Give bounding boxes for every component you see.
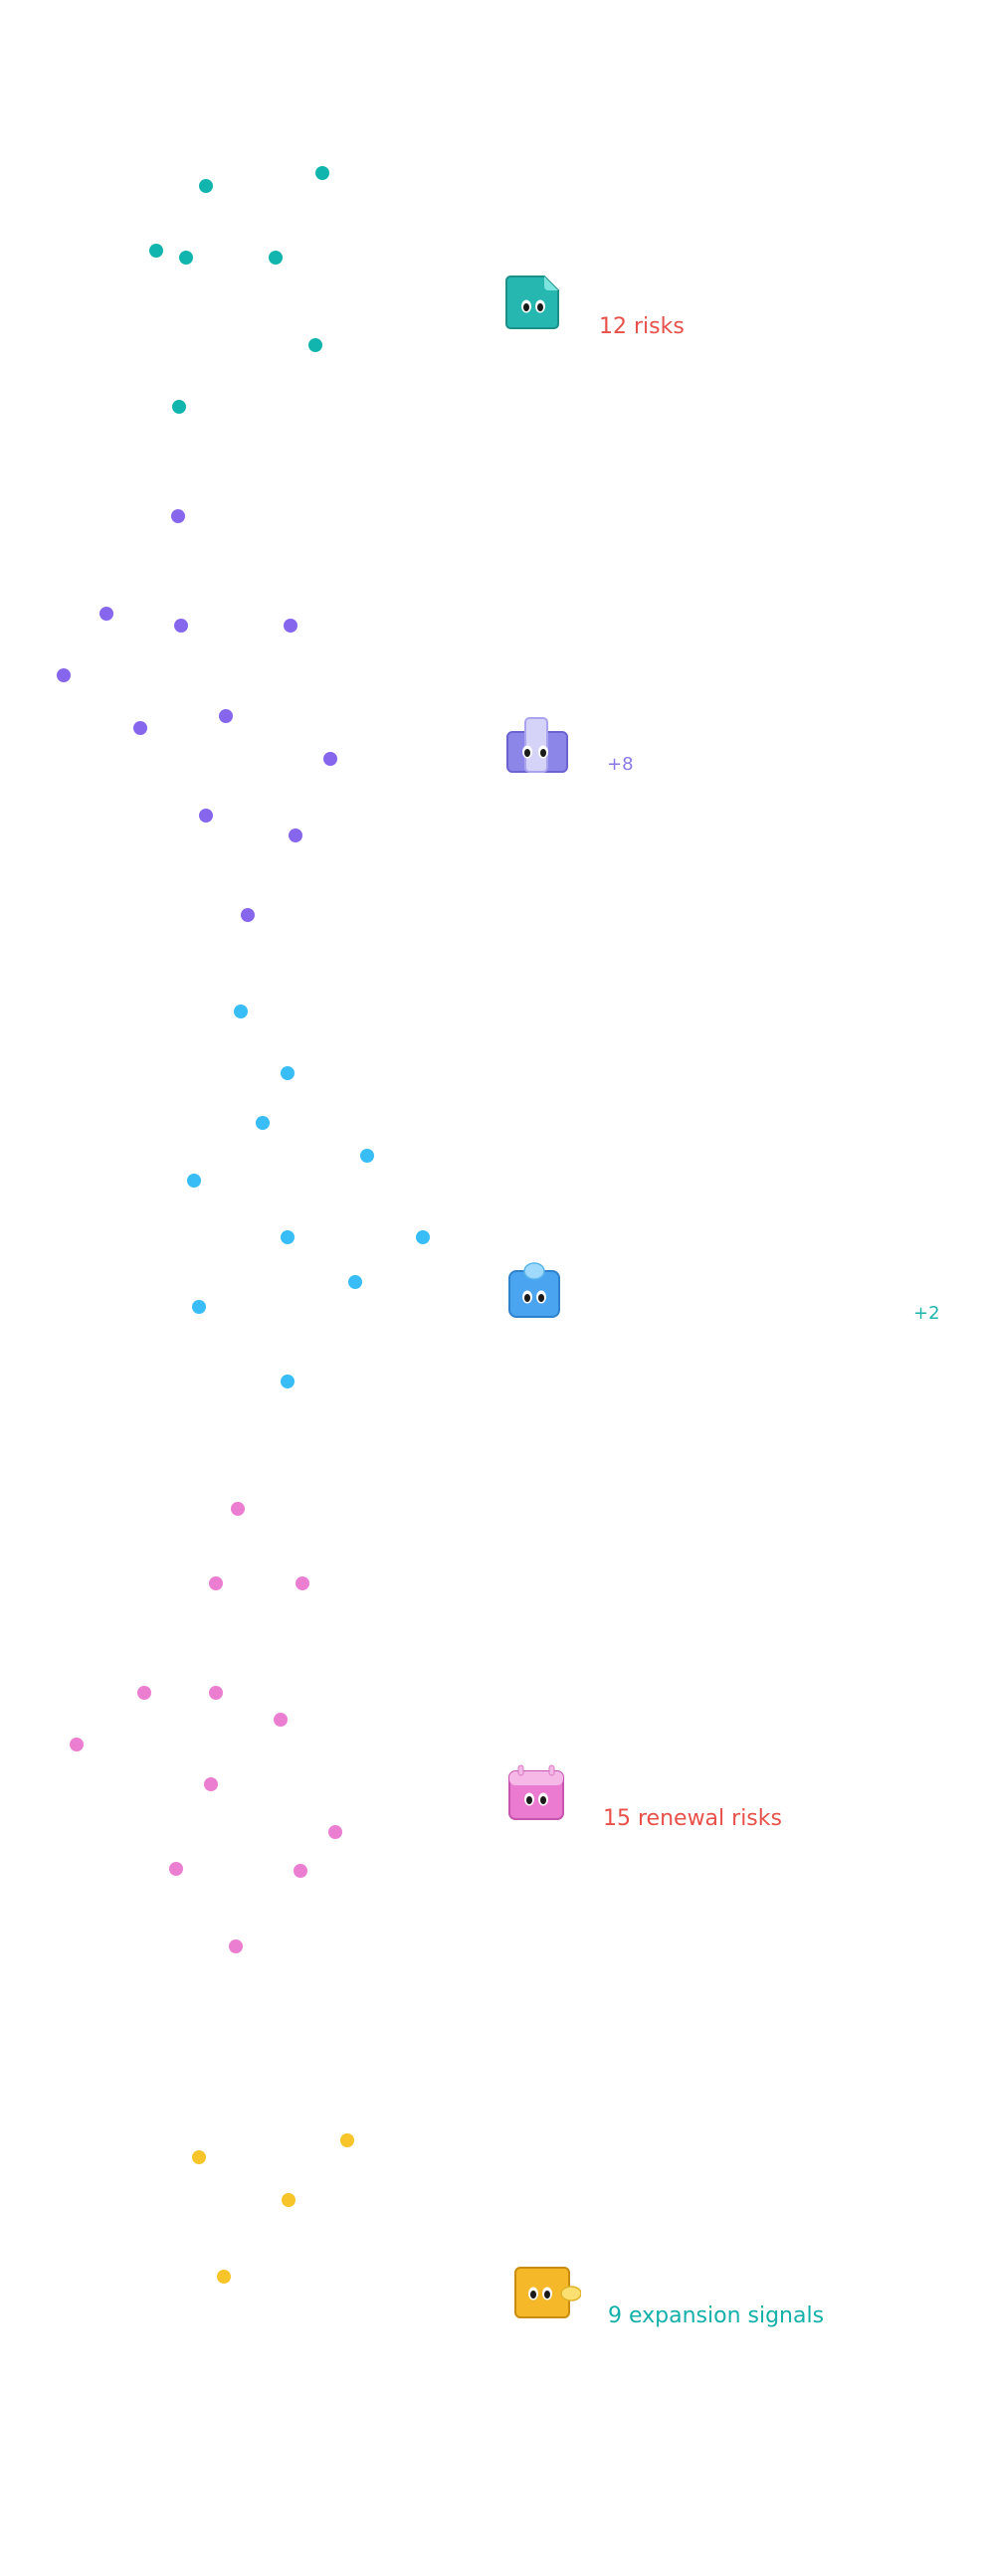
violet-dot xyxy=(99,607,113,621)
teal-dot xyxy=(269,251,283,265)
blue-dot xyxy=(187,1174,201,1188)
teal-dot xyxy=(179,251,193,265)
yellow-dot xyxy=(192,2150,206,2164)
teal-dot xyxy=(315,166,329,180)
violet-building-mascot-icon[interactable] xyxy=(505,714,569,778)
violet-cluster: +8 xyxy=(0,0,988,935)
blue-dot xyxy=(348,1275,362,1289)
yellow-dot xyxy=(217,2270,231,2284)
pink-dot xyxy=(209,1576,223,1590)
teal-dot xyxy=(308,338,322,352)
pink-dot xyxy=(70,1738,84,1751)
blue-dot xyxy=(281,1066,295,1080)
blue-dot xyxy=(281,1375,295,1388)
pink-dot xyxy=(274,1713,288,1727)
violet-dot xyxy=(323,752,337,766)
pink-renewal-risks-label: 15 renewal risks xyxy=(603,1806,782,1831)
violet-dot xyxy=(57,668,71,682)
teal-dot xyxy=(172,400,186,414)
pink-dot xyxy=(294,1864,307,1878)
pink-dot xyxy=(296,1576,309,1590)
pink-dot xyxy=(229,1939,243,1953)
teal-dot xyxy=(149,244,163,258)
yellow-expansion-signals-label: 9 expansion signals xyxy=(608,2303,825,2328)
blue-dot xyxy=(360,1149,374,1163)
blue-count-label: +2 xyxy=(913,1303,940,1324)
violet-dot xyxy=(171,509,185,523)
violet-dot xyxy=(133,721,147,735)
violet-dot xyxy=(219,709,233,723)
violet-dot xyxy=(289,828,302,842)
teal-dot xyxy=(199,179,213,193)
yellow-coin-mascot-icon[interactable] xyxy=(511,2260,582,2323)
violet-dot xyxy=(174,619,188,633)
pink-cluster: 15 renewal risks xyxy=(70,1502,782,1953)
violet-dot xyxy=(284,619,297,633)
blue-bubble-mascot-icon[interactable] xyxy=(505,1259,569,1323)
pink-dot xyxy=(204,1777,218,1791)
violet-count-label: +8 xyxy=(607,754,634,775)
teal-cluster: 12 risks xyxy=(0,0,988,438)
blue-dot xyxy=(281,1230,295,1244)
yellow-dot xyxy=(340,2133,354,2147)
blue-cluster: +2 xyxy=(187,1005,940,1388)
blue-dot xyxy=(256,1116,270,1130)
blue-dot xyxy=(416,1230,430,1244)
pink-calendar-mascot-icon[interactable] xyxy=(505,1763,569,1827)
blue-dot xyxy=(192,1300,206,1314)
yellow-dot xyxy=(282,2193,296,2207)
pink-dot xyxy=(137,1686,151,1700)
pink-dot xyxy=(169,1862,183,1876)
blue-dot xyxy=(234,1005,248,1018)
teal-document-mascot-icon[interactable] xyxy=(502,269,566,332)
violet-dot xyxy=(241,908,255,922)
pink-dot xyxy=(209,1686,223,1700)
pink-dot xyxy=(328,1825,342,1839)
teal-risk-label: 12 risks xyxy=(599,314,685,339)
pink-dot xyxy=(231,1502,245,1516)
violet-dot xyxy=(199,809,213,823)
